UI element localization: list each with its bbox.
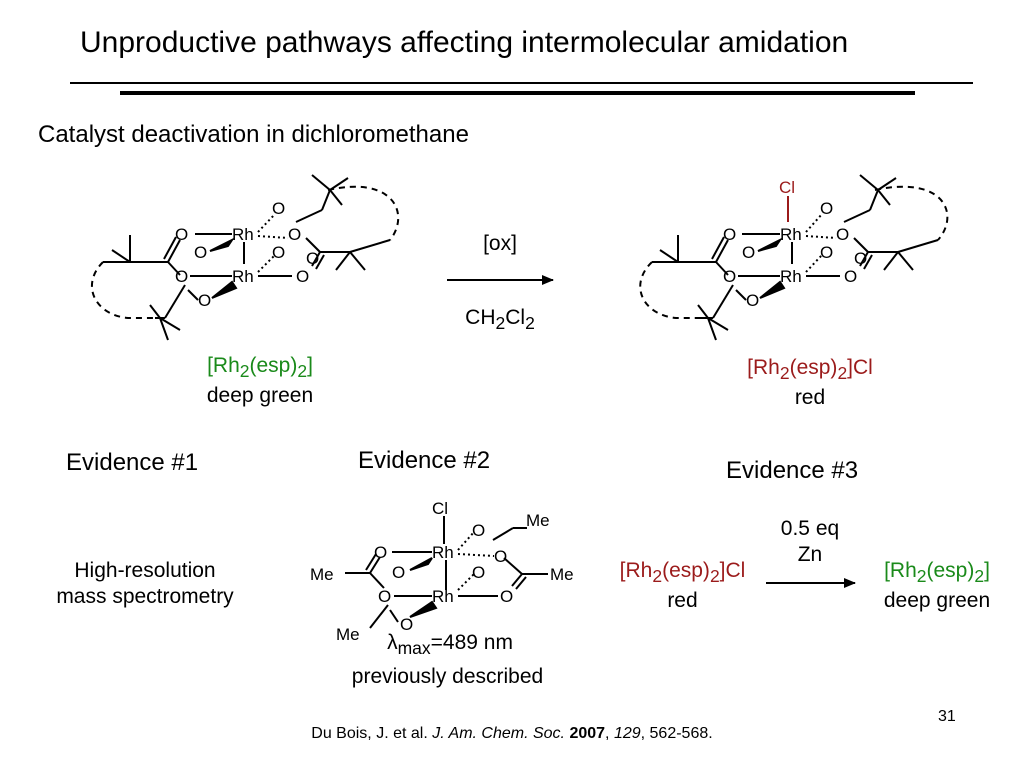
solvent-label: CH2Cl2	[465, 306, 535, 334]
lambda-max-value: λmax=489 nm	[387, 631, 513, 659]
title-underline-thick	[120, 91, 915, 95]
oxygen-label: O	[723, 225, 736, 244]
oxygen-label: O	[400, 615, 413, 634]
citation: Du Bois, J. et al. J. Am. Chem. Soc. 200…	[311, 725, 713, 742]
methyl-label: Me	[550, 565, 574, 584]
oxygen-label: O	[723, 267, 736, 286]
rh-label: Rh	[232, 267, 254, 286]
oxygen-label: O	[374, 543, 387, 562]
zinc-amount: 0.5 eq	[780, 517, 840, 540]
oxygen-label: O	[175, 267, 188, 286]
oxygen-label: O	[820, 243, 833, 262]
evidence-3-start-formula: [Rh2(esp)2]Cl	[619, 559, 746, 587]
oxygen-label: O	[836, 225, 849, 244]
oxygen-label: O	[854, 249, 867, 268]
rh2-esp2-structure	[91, 174, 400, 341]
evidence-2-heading: Evidence #2	[358, 447, 491, 474]
chloride-label: Cl	[432, 499, 448, 518]
oxygen-label: O	[272, 243, 285, 262]
evidence-1-line-1: High-resolution	[74, 559, 216, 582]
evidence-3-start-color: red	[667, 589, 698, 612]
oxygen-label: O	[494, 547, 507, 566]
evidence-3-product-formula: [Rh2(esp)2]	[884, 559, 990, 587]
slide-title: Unproductive pathways affecting intermol…	[80, 26, 849, 59]
oxygen-label: O	[472, 563, 485, 582]
oxygen-label: O	[194, 243, 207, 262]
evidence-1-line-2: mass spectrometry	[56, 585, 234, 608]
rh-label: Rh	[432, 543, 454, 562]
evidence-3-product-color: deep green	[883, 589, 991, 612]
rh-label: Rh	[780, 267, 802, 286]
oxygen-label: O	[272, 199, 285, 218]
oxygen-label: O	[500, 587, 513, 606]
rh-label: Rh	[780, 225, 802, 244]
evidence-2-note: previously described	[351, 665, 544, 688]
oxygen-label: O	[392, 563, 405, 582]
methyl-label: Me	[336, 625, 360, 644]
rh2-acetate-cl-structure	[345, 516, 548, 629]
oxygen-label: O	[306, 249, 319, 268]
oxygen-label: O	[378, 587, 391, 606]
evidence-1-heading: Evidence #1	[66, 449, 199, 476]
product-complex-formula: [Rh2(esp)2]Cl	[747, 356, 873, 384]
methyl-label: Me	[310, 565, 334, 584]
oxygen-label: O	[742, 243, 755, 262]
start-complex-formula: [Rh2(esp)2]	[207, 354, 313, 382]
title-underline	[70, 82, 973, 84]
zinc-reagent: Zn	[797, 543, 823, 566]
section-heading: Catalyst deactivation in dichloromethane	[38, 121, 469, 148]
oxygen-label: O	[198, 291, 211, 310]
rh-label: Rh	[232, 225, 254, 244]
product-complex-color: red	[794, 386, 826, 409]
oxygen-label: O	[746, 291, 759, 310]
oxygen-label: O	[472, 521, 485, 540]
oxygen-label: O	[175, 225, 188, 244]
oxygen-label: O	[844, 267, 857, 286]
start-complex-color: deep green	[206, 384, 314, 407]
oxidant-label: [ox]	[483, 232, 517, 255]
evidence-3-heading: Evidence #3	[726, 457, 859, 484]
chloride-label: Cl	[779, 178, 795, 197]
rh-label: Rh	[432, 587, 454, 606]
oxygen-label: O	[820, 199, 833, 218]
page-number: 31	[938, 708, 956, 725]
rh2-esp2-cl-structure	[639, 174, 949, 341]
oxygen-label: O	[288, 225, 301, 244]
methyl-label: Me	[526, 511, 550, 530]
oxygen-label: O	[296, 267, 309, 286]
